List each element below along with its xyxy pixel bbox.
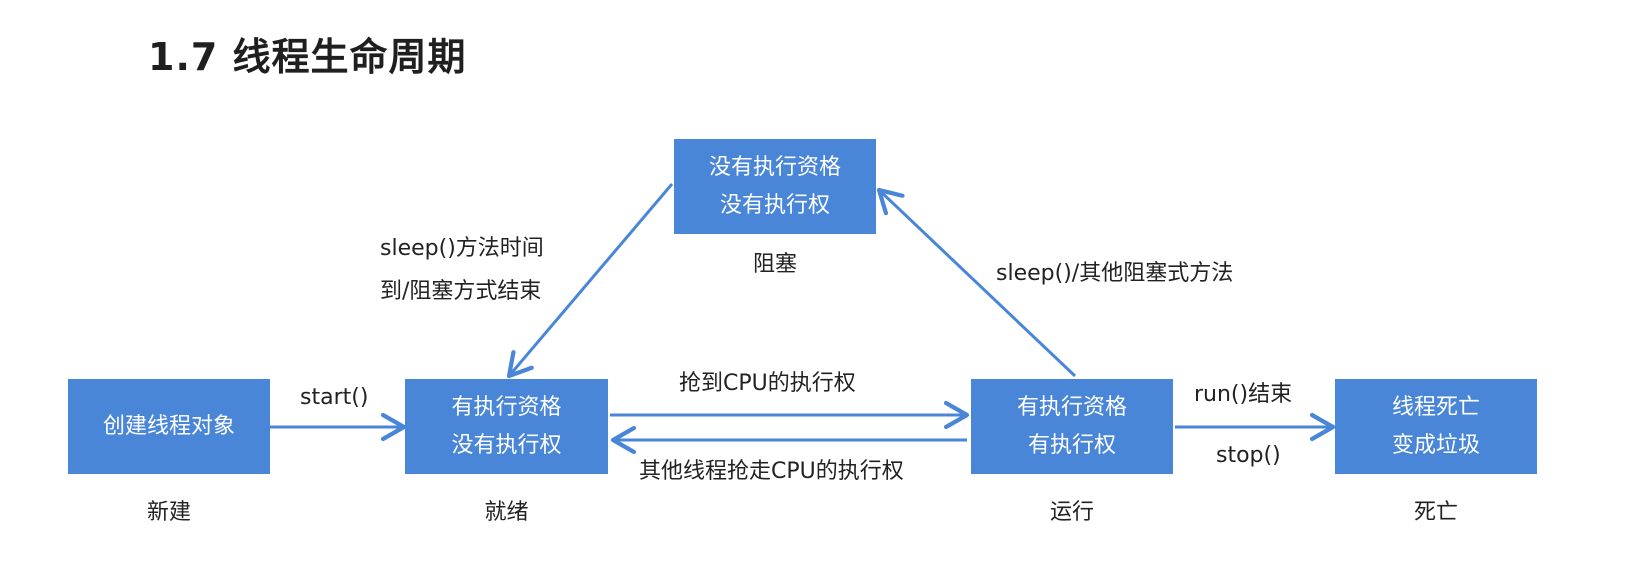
node-ready: 有执行资格 没有执行权 bbox=[405, 379, 608, 474]
node-dead-line-2: 变成垃圾 bbox=[1391, 432, 1480, 458]
node-blocked-line-1: 没有执行资格 bbox=[708, 154, 841, 180]
node-new: 创建线程对象 bbox=[68, 379, 270, 474]
edge-label-blocked-to-ready-2: 到/阻塞方式结束 bbox=[380, 279, 542, 304]
caption-new: 新建 bbox=[146, 500, 191, 525]
node-blocked-line-2: 没有执行权 bbox=[719, 192, 830, 218]
edge-label-blocked-to-ready-1: sleep()方法时间 bbox=[380, 236, 544, 261]
node-ready-line-1: 有执行资格 bbox=[451, 394, 562, 420]
edge-label-running-to-ready: 其他线程抢走CPU的执行权 bbox=[639, 459, 904, 484]
node-running: 有执行资格 有执行权 bbox=[971, 379, 1173, 474]
caption-running: 运行 bbox=[1049, 500, 1094, 525]
node-running-line-1: 有执行资格 bbox=[1016, 394, 1127, 420]
edge-label-run-end: run()结束 bbox=[1194, 382, 1293, 407]
caption-ready: 就绪 bbox=[484, 500, 529, 525]
arrow-running-to-blocked bbox=[876, 187, 1077, 378]
edge-label-ready-to-running: 抢到CPU的执行权 bbox=[679, 371, 856, 396]
caption-dead: 死亡 bbox=[1413, 500, 1458, 525]
edge-label-start: start() bbox=[300, 385, 369, 410]
node-dead-line-1: 线程死亡 bbox=[1391, 394, 1480, 420]
node-dead: 线程死亡 变成垃圾 bbox=[1335, 379, 1537, 474]
node-blocked: 没有执行资格 没有执行权 bbox=[674, 139, 876, 234]
node-ready-line-2: 没有执行权 bbox=[451, 432, 562, 458]
caption-blocked: 阻塞 bbox=[752, 252, 797, 277]
arrow-blocked-to-ready bbox=[506, 183, 674, 379]
node-running-line-2: 有执行权 bbox=[1027, 432, 1116, 458]
page-title: 1.7 线程生命周期 bbox=[148, 35, 467, 79]
edge-label-stop: stop() bbox=[1216, 443, 1281, 468]
edge-label-running-to-blocked: sleep()/其他阻塞式方法 bbox=[996, 261, 1234, 286]
node-new-line-1: 创建线程对象 bbox=[102, 413, 235, 439]
